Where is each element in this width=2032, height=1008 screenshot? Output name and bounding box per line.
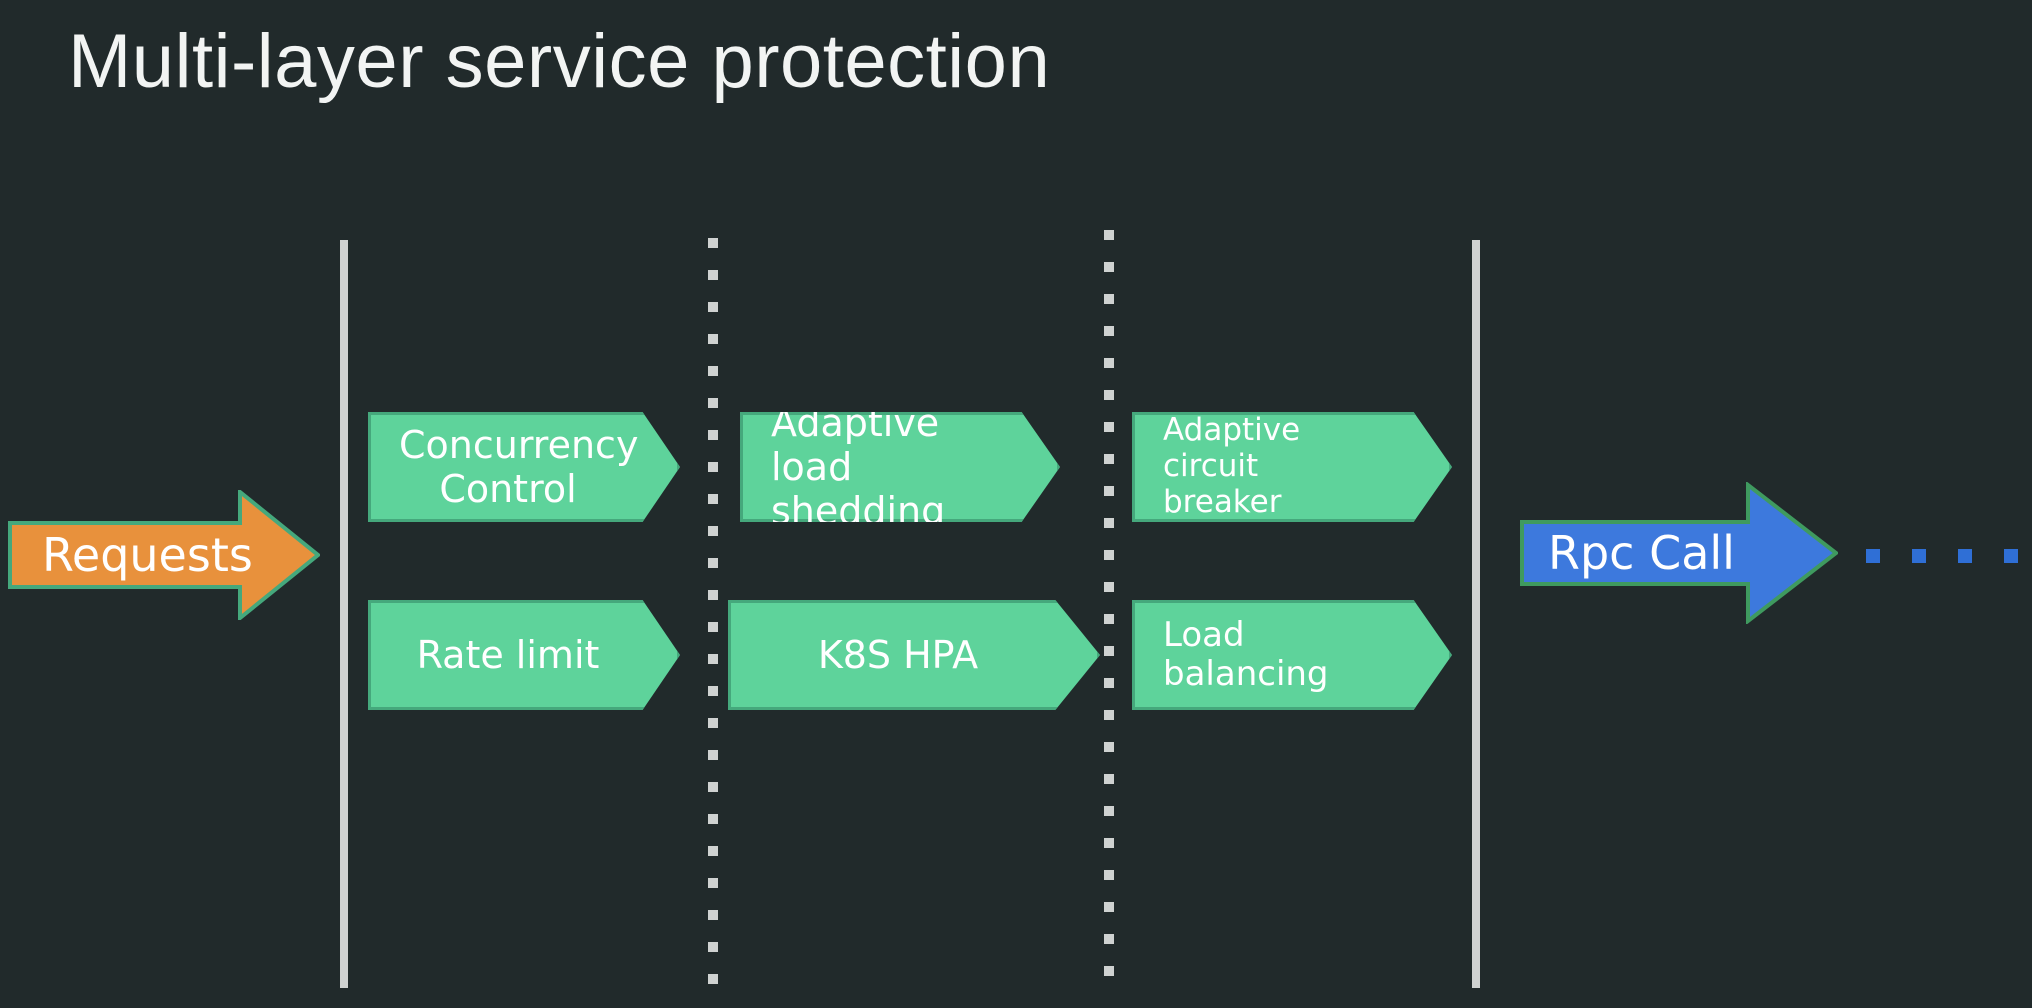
divider-dot xyxy=(708,462,718,472)
stage-item-load-balancing: Load balancing xyxy=(1132,600,1452,710)
trailing-dot xyxy=(1958,549,1972,563)
divider-dot xyxy=(708,302,718,312)
divider-dot xyxy=(1104,966,1114,976)
divider-dot xyxy=(708,494,718,504)
divider-dot xyxy=(708,686,718,696)
divider-dot xyxy=(1104,742,1114,752)
divider-dot xyxy=(1104,582,1114,592)
divider-dot xyxy=(1104,646,1114,656)
stage-item-adaptive-circuit-breaker: Adaptive circuit breaker xyxy=(1132,412,1452,522)
divider-dot xyxy=(708,654,718,664)
requests-arrow: Requests xyxy=(8,490,320,620)
divider-dot xyxy=(708,814,718,824)
divider-dot xyxy=(1104,550,1114,560)
trailing-dot xyxy=(2004,549,2018,563)
divider-dot xyxy=(708,334,718,344)
stage-item-label: K8S HPA xyxy=(817,632,979,677)
divider-dot xyxy=(708,238,718,248)
stage-item-concurrency-control: Concurrency Control xyxy=(368,412,680,522)
divider-dot xyxy=(1104,486,1114,496)
page-title: Multi-layer service protection xyxy=(68,19,1051,104)
stage-item-label: Adaptive circuit breaker xyxy=(1163,412,1301,520)
divider-dot xyxy=(1104,358,1114,368)
divider-dot xyxy=(708,270,718,280)
divider-dot xyxy=(708,942,718,952)
divider-dot xyxy=(1104,870,1114,880)
divider-dotted-1 xyxy=(708,238,718,988)
divider-dot xyxy=(708,398,718,408)
divider-dot xyxy=(1104,454,1114,464)
trailing-dot xyxy=(1866,549,1880,563)
trailing-dots xyxy=(1866,546,2032,566)
divider-dot xyxy=(1104,230,1114,240)
stage-item-label: Adaptive load shedding xyxy=(771,400,946,534)
stage-item-k8s-hpa: K8S HPA xyxy=(728,600,1100,710)
divider-dot xyxy=(1104,678,1114,688)
trailing-dot xyxy=(1912,549,1926,563)
rpc-call-arrow: Rpc Call xyxy=(1520,482,1838,624)
divider-dotted-2 xyxy=(1104,230,1114,988)
divider-dot xyxy=(708,366,718,376)
divider-dot xyxy=(1104,294,1114,304)
divider-dot xyxy=(708,750,718,760)
divider-dot xyxy=(1104,390,1114,400)
divider-dot xyxy=(708,622,718,632)
divider-dot xyxy=(1104,710,1114,720)
divider-dot xyxy=(1104,774,1114,784)
divider-dot xyxy=(1104,518,1114,528)
divider-dot xyxy=(1104,902,1114,912)
divider-dot xyxy=(708,878,718,888)
requests-label: Requests xyxy=(42,528,253,582)
divider-dot xyxy=(1104,326,1114,336)
rpc-call-label: Rpc Call xyxy=(1548,526,1735,580)
divider-dot xyxy=(708,558,718,568)
divider-dot xyxy=(708,718,718,728)
divider-dot xyxy=(708,910,718,920)
divider-dot xyxy=(708,430,718,440)
divider-dot xyxy=(708,974,718,984)
stage-item-adaptive-load-shedding: Adaptive load shedding xyxy=(740,412,1060,522)
stage-item-label: Load balancing xyxy=(1163,614,1329,694)
divider-dot xyxy=(708,782,718,792)
divider-dot xyxy=(1104,262,1114,272)
divider-dot xyxy=(1104,614,1114,624)
stage-item-label: Rate limit xyxy=(416,632,600,677)
divider-dot xyxy=(1104,422,1114,432)
stage-item-rate-limit: Rate limit xyxy=(368,600,680,710)
stage-item-label: Concurrency Control xyxy=(399,422,639,511)
divider-dot xyxy=(1104,806,1114,816)
divider-dot xyxy=(708,590,718,600)
boundary-line-left xyxy=(340,240,348,988)
divider-dot xyxy=(1104,934,1114,944)
divider-dot xyxy=(1104,838,1114,848)
divider-dot xyxy=(708,846,718,856)
boundary-line-right xyxy=(1472,240,1480,988)
divider-dot xyxy=(708,526,718,536)
